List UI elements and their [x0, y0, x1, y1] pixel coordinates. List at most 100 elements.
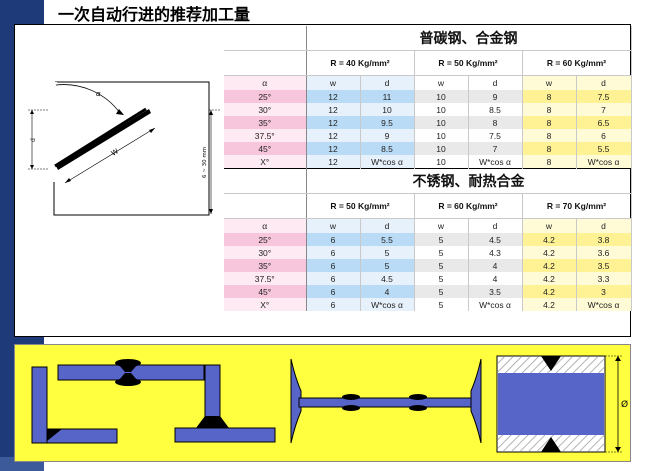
weld-joint-panel: Ø [14, 344, 631, 462]
value-cell: 5.5 [360, 233, 415, 246]
value-cell: 7 [576, 103, 632, 116]
angle-cell: 30° [224, 246, 307, 259]
value-cell: 9 [360, 129, 415, 142]
value-cell: 11 [360, 90, 415, 103]
value-cell: 5 [414, 246, 469, 259]
table-row: 25° 12 11 10 9 8 7.5 [224, 90, 632, 103]
value-cell: 5 [414, 272, 469, 285]
workpiece-left-gap [46, 82, 57, 182]
butt-joint [57, 359, 205, 386]
value-cell: 12 [306, 129, 361, 142]
table-row: 45° 12 8.5 10 7 8 5.5 [224, 142, 632, 155]
value-cell: 5 [414, 233, 469, 246]
header-alpha: α [224, 218, 307, 233]
value-cell: 6 [306, 259, 361, 272]
strength-row: R = 50 Kg/mm² R = 60 Kg/mm² R = 70 Kg/mm… [224, 193, 632, 219]
value-cell: 6 [306, 298, 361, 311]
value-cell: 12 [306, 142, 361, 155]
angle-cell: 37.5° [224, 129, 307, 142]
value-cell: 5 [414, 259, 469, 272]
value-cell: 6 [306, 246, 361, 259]
value-cell: 8 [522, 155, 577, 169]
table-row: 45° 6 4 5 3.5 4.2 3 [224, 285, 632, 298]
value-cell: 4.5 [468, 233, 523, 246]
value-cell: W*cos α [576, 155, 632, 169]
material-row-stainless: 不锈钢、耐热合金 [224, 168, 632, 194]
value-cell: 8 [522, 129, 577, 142]
w-arrow-right [149, 128, 155, 133]
table-row: 35° 6 5 5 4 4.2 3.5 [224, 259, 632, 272]
bevel-edge [54, 107, 147, 168]
value-cell: 10 [414, 103, 469, 116]
table-row: X° 6 W*cos α 5 W*cos α 4.2 W*cos α [224, 298, 632, 311]
header-d: d [360, 218, 415, 233]
value-cell: 12 [306, 90, 361, 103]
value-cell: 7 [468, 142, 523, 155]
w-dimension-line [64, 127, 156, 184]
weld-joint-diagrams: Ø [31, 355, 628, 453]
value-cell: 12 [306, 103, 361, 116]
value-cell: 6 [576, 129, 632, 142]
header-d: d [360, 75, 415, 90]
value-cell: 4.2 [522, 246, 577, 259]
value-cell: 8.5 [360, 142, 415, 155]
w-label: W [110, 147, 120, 157]
angle-cell: X° [224, 155, 307, 169]
w-arrow-left [65, 178, 71, 183]
value-cell: 4 [360, 285, 415, 298]
value-cell: 3.5 [468, 285, 523, 298]
value-cell: 5 [414, 298, 469, 311]
value-cell: 12 [306, 155, 361, 169]
value-cell: 3.8 [576, 233, 632, 246]
value-cell: 4.2 [522, 285, 577, 298]
value-cell: 10 [414, 116, 469, 129]
column-header-row: α w d w d w d [224, 218, 632, 233]
header-w: w [306, 75, 361, 90]
value-cell: 8 [522, 116, 577, 129]
header-d: d [468, 75, 523, 90]
angle-cell: 25° [224, 90, 307, 103]
table-row: 35° 12 9.5 10 8 8 6.5 [224, 116, 632, 129]
corner-joint [31, 366, 118, 444]
value-cell: 6 [306, 272, 361, 285]
angle-cell: 45° [224, 285, 307, 298]
value-cell: W*cos α [576, 298, 632, 311]
strength-label: R = 40 Kg/mm² [306, 50, 415, 76]
material-title: 不锈钢、耐热合金 [306, 168, 632, 194]
value-cell: 6 [306, 233, 361, 246]
table-row: 37.5° 6 4.5 5 4 4.2 3.3 [224, 272, 632, 285]
material-row-carbon-steel: 普碳钢、合金钢 [224, 26, 632, 51]
value-cell: W*cos α [360, 298, 415, 311]
table-row: 30° 12 10 10 8.5 8 7 [224, 103, 632, 116]
strength-row: R = 40 Kg/mm² R = 50 Kg/mm² R = 60 Kg/mm… [224, 50, 632, 76]
d-arrow-top [30, 110, 34, 114]
value-cell: 8 [522, 103, 577, 116]
value-cell: 8 [522, 142, 577, 155]
column-header-row: α w d w d w d [224, 75, 632, 90]
value-cell: 5.5 [576, 142, 632, 155]
value-cell: 4.5 [360, 272, 415, 285]
thickness-arrow-bottom [209, 209, 213, 214]
value-cell: 8 [468, 116, 523, 129]
header-d: d [468, 218, 523, 233]
angle-cell: X° [224, 298, 307, 311]
alpha-arc [55, 84, 121, 114]
header-w: w [522, 218, 577, 233]
table-row: 30° 6 5 5 4.3 4.2 3.6 [224, 246, 632, 259]
d-arrow-bottom [30, 165, 34, 169]
header-w: w [414, 218, 469, 233]
value-cell: 12 [306, 116, 361, 129]
header-w: w [522, 75, 577, 90]
thickness-arrow-top [209, 110, 213, 115]
value-cell: 5 [360, 246, 415, 259]
bevel-face [56, 109, 151, 170]
pipe-joint: Ø [496, 355, 628, 453]
value-cell: W*cos α [360, 155, 415, 169]
alpha-arrow [116, 109, 124, 115]
strength-label: R = 60 Kg/mm² [414, 193, 523, 219]
strength-label: R = 70 Kg/mm² [522, 193, 632, 219]
strength-label: R = 50 Kg/mm² [306, 193, 415, 219]
value-cell: 6 [306, 285, 361, 298]
value-cell: 7.5 [576, 90, 632, 103]
value-cell: W*cos α [468, 298, 523, 311]
